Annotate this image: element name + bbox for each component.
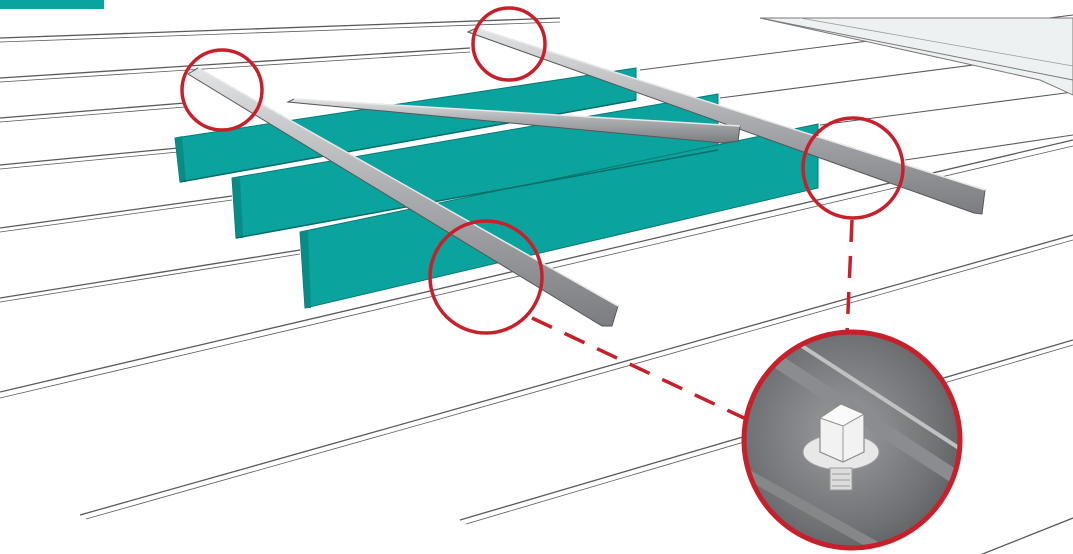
roof-rib: [0, 102, 186, 119]
callout-line-left: [531, 316, 745, 420]
steel-purlins: [187, 27, 986, 327]
roof-rib: [904, 134, 1073, 161]
roof-rib: [0, 106, 186, 123]
roof-rib: [0, 195, 233, 229]
roof-rib: [0, 199, 233, 233]
marker-circle-right: [801, 116, 905, 220]
purlin-cross: [286, 98, 741, 144]
roof-rib: [0, 47, 471, 79]
marker-circle-top-center: [471, 6, 547, 82]
fastener-bolt-icon: [802, 403, 880, 491]
corner-tab-icon: [0, 0, 104, 9]
zoom-detail: [741, 329, 963, 551]
teal-panels: [174, 67, 819, 309]
skylight-strip: [759, 17, 1073, 96]
roof-rib: [0, 51, 471, 83]
purlin-long-left: [187, 67, 619, 327]
callout-line-right: [845, 219, 854, 335]
roof-rib: [0, 147, 179, 166]
roof-rib: [0, 151, 179, 170]
fastener-markers: [180, 6, 905, 335]
roof-rib: [0, 21, 561, 43]
callout-lines: [531, 219, 854, 420]
roof-rib: [85, 239, 1073, 520]
roof-rib: [819, 91, 1073, 126]
zoom-circle-border: [741, 329, 963, 551]
roof-rib: [980, 517, 1073, 554]
roof-rib: [79, 234, 1073, 516]
marker-circle-top-left: [180, 48, 264, 132]
roof-rib: [0, 17, 561, 39]
marker-circle-bottom-left: [428, 219, 544, 335]
roof-rib: [0, 253, 301, 303]
roof-rib: [0, 249, 301, 299]
